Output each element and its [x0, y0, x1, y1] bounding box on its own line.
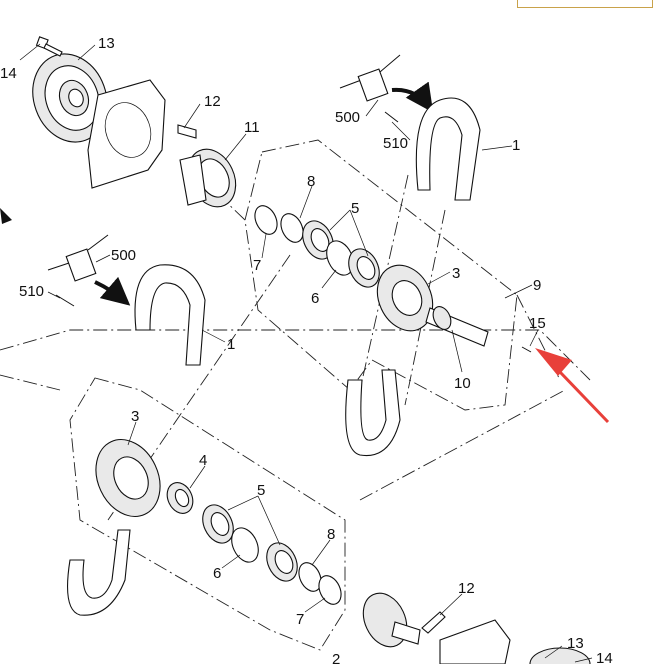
label-1-top: 1 [512, 137, 520, 154]
label-500-top: 500 [335, 109, 360, 126]
label-8-lower: 8 [327, 526, 335, 543]
label-14-lower: 14 [596, 650, 613, 664]
bearing-5a-top [302, 220, 334, 260]
key-15 [521, 346, 532, 353]
seal-ring-7-lower [318, 575, 342, 605]
label-5-lower: 5 [257, 482, 265, 499]
label-10: 10 [454, 375, 471, 392]
assembly-frame-lower [0, 174, 591, 651]
shaft-hub-11 [177, 124, 237, 208]
label-6-lower: 6 [213, 565, 221, 582]
label-14-top: 14 [0, 65, 17, 82]
edge-pointer-arrow [0, 208, 12, 224]
label-12-lower: 12 [458, 580, 475, 597]
bearing-5b-top [348, 248, 380, 288]
label-3-lower: 3 [131, 408, 139, 425]
label-8-top: 8 [307, 173, 315, 190]
label-510-top: 510 [383, 135, 408, 152]
roller-chain-1-top [345, 97, 481, 457]
leader-lines [19, 43, 593, 663]
spacer-6-top [326, 240, 354, 276]
connecting-link-500-top [339, 54, 434, 113]
label-510-left: 510 [19, 283, 44, 300]
gasket-top [87, 79, 166, 189]
label-7-top: 7 [253, 257, 261, 274]
o-ring-8-top [280, 213, 304, 243]
shaft-hub-2 [362, 592, 421, 648]
bolt-12-lower [421, 611, 446, 634]
label-13-lower: 13 [567, 635, 584, 652]
hub-4 [166, 482, 194, 514]
o-ring-8-lower [298, 562, 322, 592]
seal-ring-7-top [254, 205, 278, 235]
gasket-lower [439, 619, 511, 664]
axle-10 [425, 306, 489, 347]
label-7-lower: 7 [296, 611, 304, 628]
label-4: 4 [199, 452, 207, 469]
label-2: 2 [332, 651, 340, 664]
label-9: 9 [533, 277, 541, 294]
cover-plate-13-lower [529, 647, 591, 664]
pin-510-top [384, 111, 399, 123]
connecting-link-500-left [47, 234, 131, 306]
callout-labels: 14 13 12 11 500 510 1 8 5 7 6 3 9 15 10 … [0, 35, 613, 664]
cover-plate-13-top [32, 53, 108, 143]
label-15: 15 [529, 315, 546, 332]
pin-510-left [55, 294, 75, 307]
sprocket-3-top [376, 264, 434, 332]
label-11: 11 [244, 119, 260, 136]
label-5-top: 5 [351, 200, 359, 217]
label-500-left: 500 [111, 247, 136, 264]
bearing-5b-lower [266, 542, 298, 582]
highlight-arrow [535, 348, 610, 424]
label-13-top: 13 [98, 35, 115, 52]
bearing-5a-lower [202, 504, 234, 544]
spacer-6-lower [231, 527, 259, 563]
sprocket-3-lower [95, 439, 161, 517]
label-3-top: 3 [452, 265, 460, 282]
roller-chain-1-left [67, 264, 206, 616]
bolt-14-top [35, 36, 63, 57]
label-6-top: 6 [311, 290, 319, 307]
label-1-left: 1 [227, 336, 235, 353]
label-12-top: 12 [204, 93, 221, 110]
